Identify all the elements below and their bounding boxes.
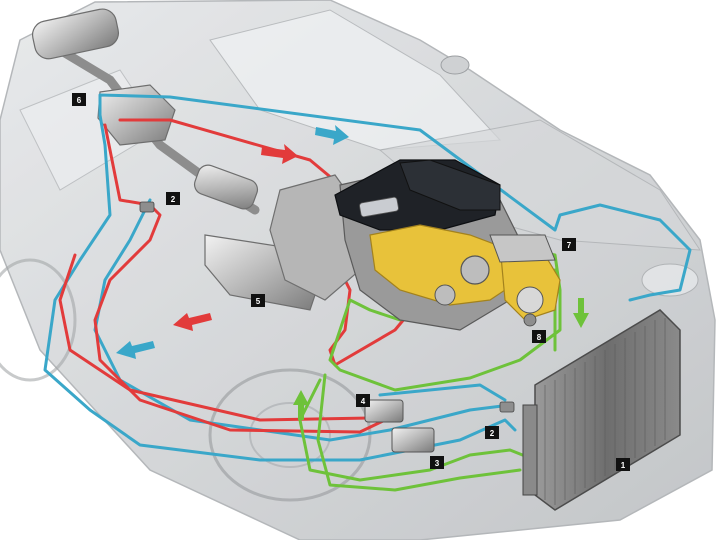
rear-wheel [0, 258, 77, 382]
heater-valve-4 [364, 399, 404, 423]
sensor-2-right [499, 401, 515, 413]
label-2-left: 2 [166, 192, 180, 205]
engine-assembly [269, 159, 561, 331]
svg-text:7: 7 [567, 241, 572, 250]
aux-components [139, 201, 537, 453]
coolant-circuits [43, 93, 692, 492]
flow-arrows [116, 125, 589, 420]
engine-cover [399, 159, 501, 211]
label-1: 1 [616, 458, 630, 471]
hot-circuit-lower [58, 253, 372, 422]
radiator [522, 309, 681, 511]
rear-muffler [31, 8, 120, 60]
heat-exchanger-6 [97, 84, 176, 146]
svg-text:2: 2 [171, 195, 176, 204]
green-arrow-up [293, 390, 309, 420]
cyan-arrow-rear [116, 341, 155, 359]
number-labels: 6 2 5 7 8 4 2 3 [72, 93, 630, 471]
red-arrow-forward [261, 144, 298, 164]
side-mirror [440, 55, 470, 75]
svg-text:5: 5 [256, 297, 261, 306]
svg-text:2: 2 [490, 429, 495, 438]
front-wheel [208, 368, 372, 502]
thermostat-housing [489, 234, 556, 263]
red-arrow-rear [173, 313, 212, 331]
green-arrow-down [573, 298, 589, 328]
cold-circuit-return [93, 198, 512, 442]
svg-text:8: 8 [537, 333, 542, 342]
label-5: 5 [251, 294, 265, 307]
cyan-arrow-forward [315, 125, 349, 145]
label-2-right: 2 [485, 426, 499, 439]
svg-text:3: 3 [435, 459, 440, 468]
sensor-8 [523, 313, 537, 327]
sensor-2-left [139, 201, 155, 213]
label-4: 4 [356, 394, 370, 407]
svg-text:6: 6 [77, 96, 82, 105]
cold-circuit-pipe [43, 93, 692, 462]
pulley-large [460, 255, 490, 285]
svg-text:4: 4 [361, 397, 366, 406]
front-wheel-hub [249, 402, 331, 468]
radiator-fins [544, 318, 666, 505]
engine-logo-plate [359, 196, 399, 218]
label-3: 3 [430, 456, 444, 469]
pump-3 [391, 427, 435, 453]
label-8: 8 [532, 330, 546, 343]
green-circuit-loop [316, 373, 522, 492]
label-7: 7 [562, 238, 576, 251]
radiator-side-tank [522, 404, 538, 496]
label-6: 6 [72, 93, 86, 106]
pulley-small [434, 284, 456, 306]
water-pump [516, 286, 544, 314]
svg-text:1: 1 [621, 461, 626, 470]
middle-silencer [193, 164, 259, 210]
